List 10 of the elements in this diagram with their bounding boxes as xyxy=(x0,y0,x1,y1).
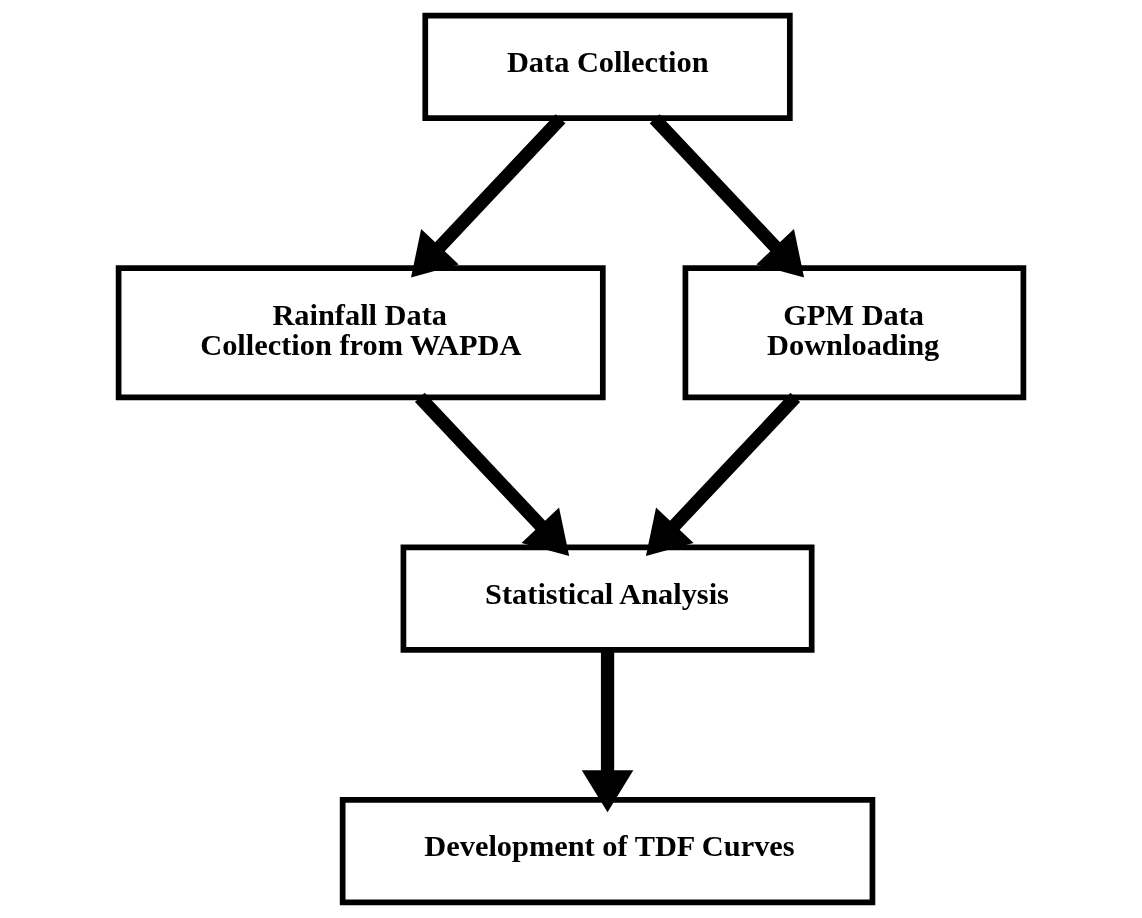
arrow xyxy=(415,392,570,556)
node-box: Rainfall Data Collection from WAPDA xyxy=(115,265,606,401)
node-box: Data Collection xyxy=(422,12,793,121)
arrow xyxy=(645,392,801,556)
arrow xyxy=(649,114,805,278)
node-box: Statistical Analysis xyxy=(400,544,815,653)
node-box: GPM Data Downloading xyxy=(682,265,1027,401)
arrow xyxy=(411,114,566,278)
arrow xyxy=(581,650,634,813)
node-box: Development of TDF Curves xyxy=(339,797,876,906)
